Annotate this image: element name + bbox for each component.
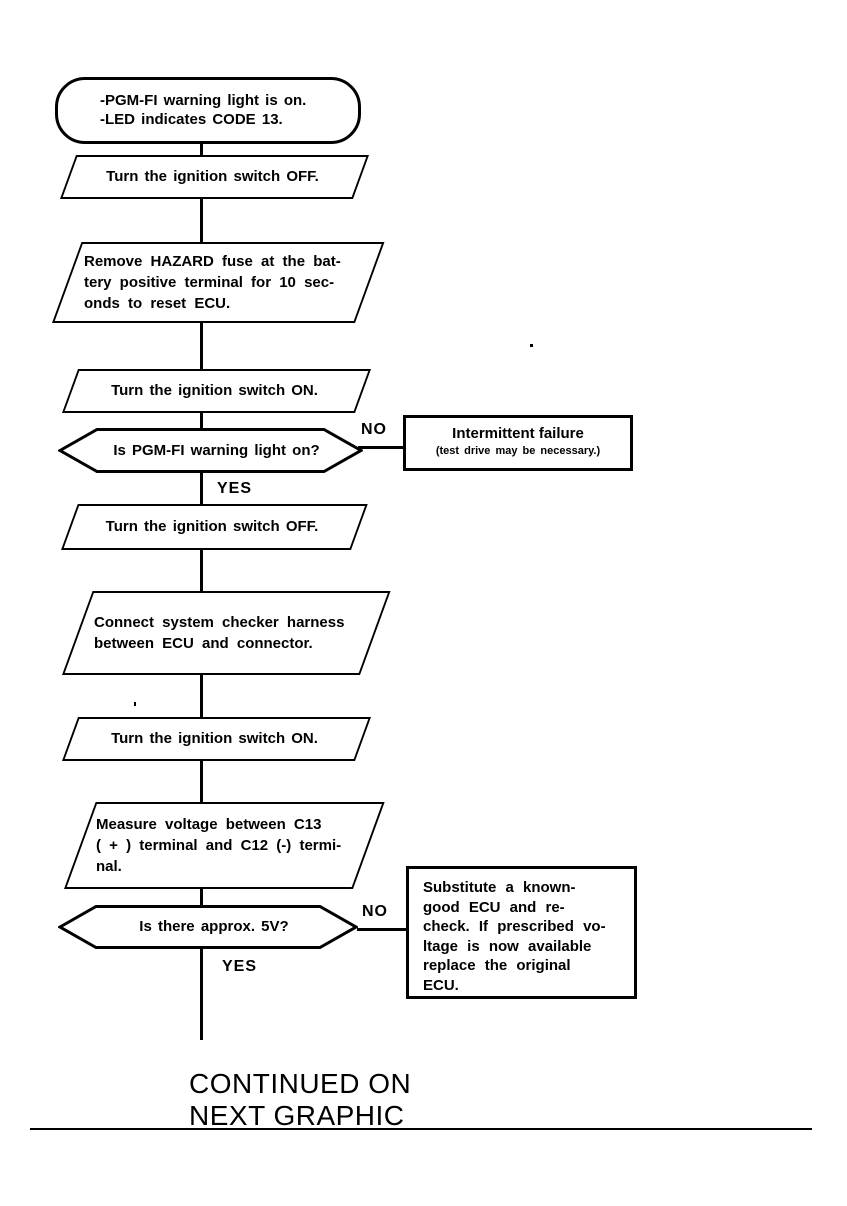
start-terminator: -PGM-FI warning light is on. -LED indica… (55, 77, 361, 144)
start-terminator-text: -PGM-FI warning light is on. -LED indica… (100, 92, 307, 128)
no-branch-line-2 (357, 928, 407, 931)
no-label-1: NO (361, 421, 387, 438)
result-title: Intermittent failure (452, 425, 584, 442)
result-intermittent-failure: Intermittent failure (test drive may be … (403, 415, 633, 471)
hexagon-outline (58, 905, 358, 949)
scan-speck (134, 702, 136, 706)
no-label-2: NO (362, 903, 388, 920)
result-note: (test drive may be necessary.) (435, 445, 601, 457)
step-turn-ignition-on-2: Turn the ignition switch ON. (62, 717, 372, 761)
step-measure-voltage: Measure voltage between C13 ( + ) termin… (64, 802, 385, 889)
main-connector-line (200, 137, 203, 1040)
step-turn-ignition-on-1: Turn the ignition switch ON. (62, 369, 372, 413)
step-turn-ignition-off-2: Turn the ignition switch OFF. (61, 504, 368, 550)
decision-approx-5v: Is there approx. 5V? (58, 905, 358, 949)
hexagon-outline (58, 428, 363, 473)
yes-label-2: YES (222, 958, 258, 975)
step-remove-hazard-fuse: Remove HAZARD fuse at the bat- tery posi… (52, 242, 385, 323)
bottom-rule (30, 1128, 812, 1130)
step-connect-system-checker: Connect system checker harness between E… (62, 591, 391, 675)
yes-label-1: YES (217, 480, 253, 497)
decision-warning-light-on: Is PGM-FI warning light on? (58, 428, 363, 473)
result-body: Substitute a known- good ECU and re- che… (423, 879, 606, 994)
continued-on-next-graphic-note: CONTINUED ON NEXT GRAPHIC (189, 1068, 412, 1131)
scan-speck (530, 344, 533, 347)
result-substitute-ecu: Substitute a known- good ECU and re- che… (406, 866, 637, 999)
no-branch-line-1 (358, 446, 405, 449)
step-turn-ignition-off-1: Turn the ignition switch OFF. (60, 155, 370, 199)
